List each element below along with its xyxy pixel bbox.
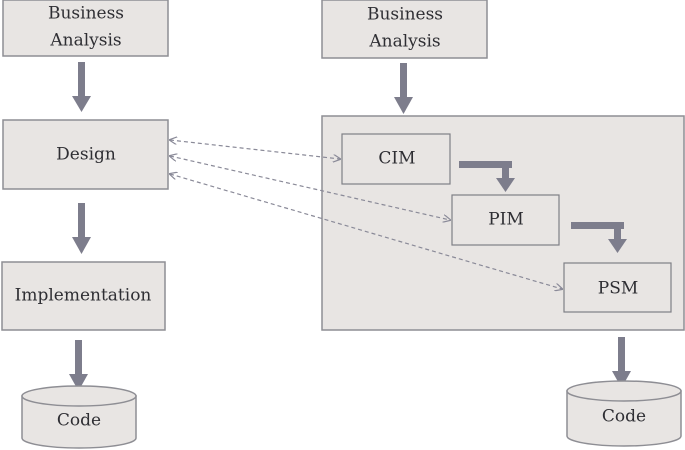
right-arrow-ba-to-mda [394, 63, 413, 114]
right-code-label: Code [602, 407, 646, 427]
pim-label: PIM [488, 210, 524, 230]
right-business-analysis-box: Business Analysis [321, 0, 488, 59]
cim-label: CIM [378, 149, 415, 169]
right-code-cylinder: Code [566, 380, 682, 447]
design-label: Design [56, 145, 116, 165]
pim-box: PIM [451, 194, 560, 246]
left-business-analysis-box: Business Analysis [2, 0, 169, 57]
design-cim-mapping-line [170, 140, 340, 159]
left-arrow-ba-to-design [72, 62, 91, 112]
left-analysis-label: Analysis [49, 31, 121, 51]
left-business-label: Business [48, 4, 124, 24]
implementation-box: Implementation [1, 261, 166, 331]
left-arrow-implementation-to-code [69, 340, 88, 391]
pim-to-psm-arrow [571, 222, 627, 253]
left-code-label: Code [57, 411, 101, 431]
cim-box: CIM [341, 133, 451, 185]
right-arrow-psm-to-code [612, 337, 631, 388]
design-psm-mapping-line [170, 174, 562, 289]
design-box: Design [2, 119, 169, 190]
left-arrow-design-to-implementation [72, 203, 91, 254]
psm-label: PSM [598, 279, 639, 299]
implementation-label: Implementation [15, 286, 152, 306]
right-business-label: Business [367, 5, 443, 25]
psm-box: PSM [563, 262, 672, 313]
left-code-cylinder: Code [21, 385, 137, 449]
right-analysis-label: Analysis [368, 32, 440, 52]
